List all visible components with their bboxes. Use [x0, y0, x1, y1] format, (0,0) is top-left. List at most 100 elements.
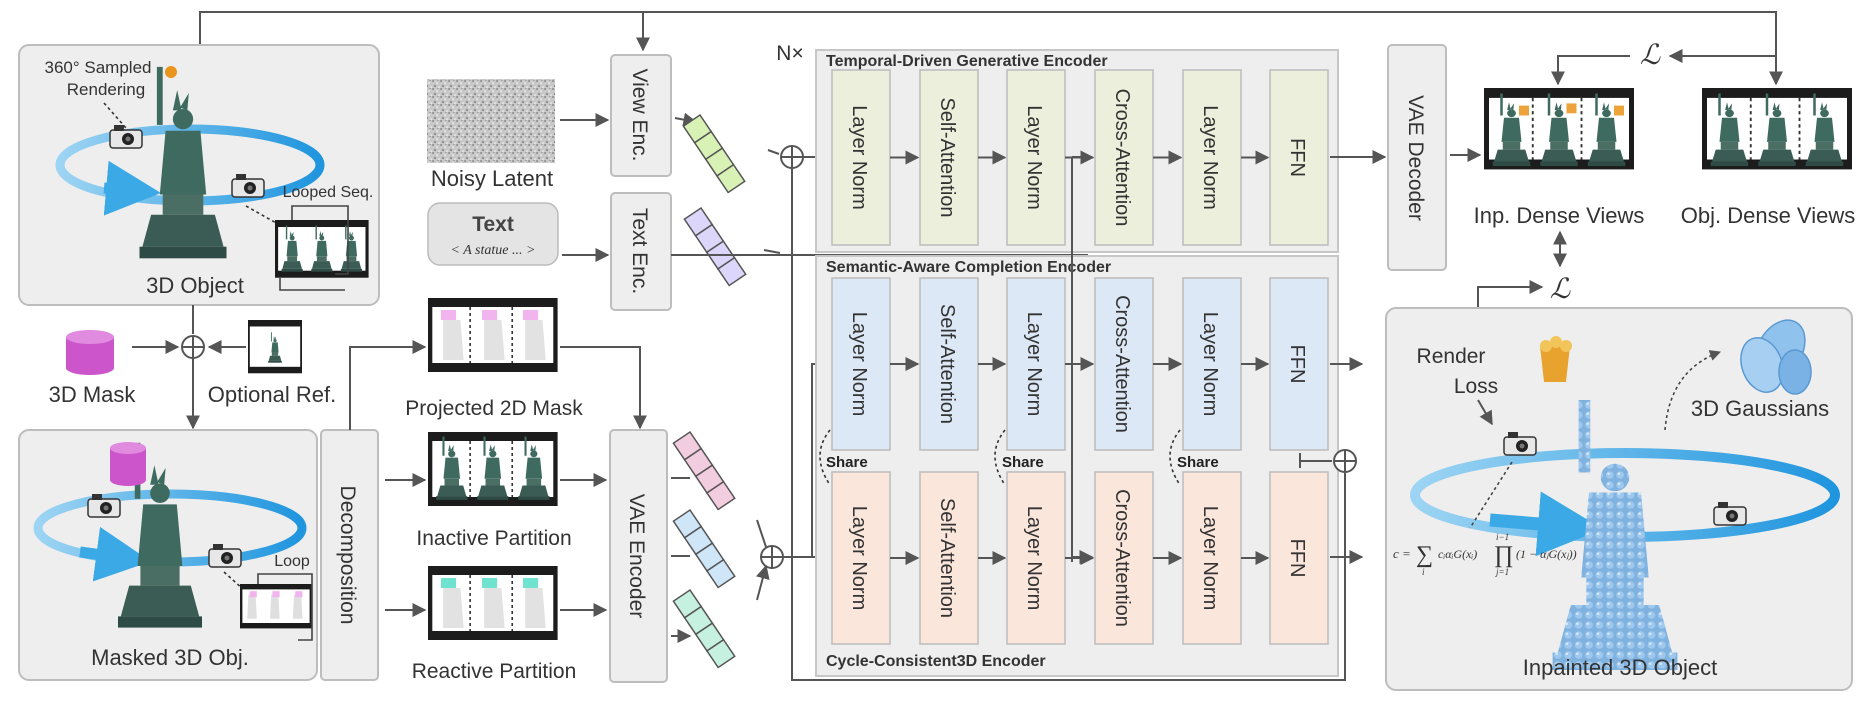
- temporal-block-5: [1269, 69, 1329, 246]
- render-loss-label-line2: Loss: [1454, 375, 1498, 398]
- text-token-vector: [683, 206, 747, 287]
- top-feedback-connector: [199, 11, 1783, 86]
- merge-plus-glyph: [1334, 450, 1356, 472]
- svg-text:c =: c =: [1393, 546, 1411, 561]
- temporal-block-label-3: Cross-Attention: [1111, 89, 1133, 227]
- temporal-block-label-0: Layer Norm: [848, 105, 870, 209]
- cycle-block-1: [919, 471, 979, 645]
- mask-label: 3D Mask: [49, 382, 137, 407]
- sampled-rendering-label-line1: 360° Sampled: [45, 58, 152, 77]
- reference-film-image: [248, 320, 302, 374]
- text-encoder-label: Text Enc.: [628, 208, 651, 294]
- semantic-block-1: [919, 277, 979, 451]
- inactive-partition-label: Inactive Partition: [416, 527, 571, 550]
- render-loss-symbol: ℒ: [1550, 274, 1571, 305]
- semantic-block-0: [831, 277, 891, 451]
- looped-film-strip: [275, 220, 369, 278]
- temporal-block-label-4: Layer Norm: [1199, 105, 1221, 209]
- top-plus-glyph: [781, 146, 803, 168]
- decomposition-label: Decomposition: [336, 486, 359, 625]
- semantic-encoder-title: Semantic-Aware Completion Encoder: [826, 259, 1111, 276]
- semantic-block-5: [1269, 277, 1329, 451]
- text-encoder-block: [610, 192, 672, 311]
- semantic-block-3: [1094, 277, 1154, 451]
- combine-plus-glyph: [182, 336, 204, 358]
- decomp-to-projected-connector: [349, 340, 427, 430]
- masked-loop-connector: [257, 573, 313, 641]
- masked-film-strip: [240, 584, 312, 629]
- semantic-block-label-2: Layer Norm: [1023, 312, 1045, 416]
- torch-popcorn-icon: [1540, 336, 1572, 382]
- reactive-partition-label: Reactive Partition: [412, 660, 577, 683]
- loss-symbol: ℒ: [1640, 40, 1661, 71]
- reactive-token-vector: [672, 588, 736, 669]
- loop-label: Loop: [274, 553, 310, 570]
- mask-cylinder-icon: [110, 442, 146, 486]
- cycle-block-label-5: FFN: [1286, 539, 1308, 578]
- svg-text:cᵢαᵢG(xᵢ): cᵢαᵢG(xᵢ): [1438, 547, 1477, 561]
- cycle-block-label-4: Layer Norm: [1199, 506, 1221, 610]
- inpainted-orbit-arrow: [1489, 491, 1603, 557]
- masked-caption: Masked 3D Obj.: [91, 645, 249, 670]
- torch-flame-icon: [165, 66, 177, 78]
- gaussians-label: 3D Gaussians: [1691, 396, 1829, 421]
- svg-text:j=1: j=1: [1495, 567, 1509, 577]
- svg-text:∏: ∏: [1494, 542, 1514, 568]
- inp-dense-views-label: Inp. Dense Views: [1474, 203, 1645, 228]
- sampled-rendering-label-line2: Rendering: [67, 80, 145, 99]
- view-encoder-block: [610, 54, 672, 177]
- gaussians-icon: [1740, 319, 1812, 395]
- masked-orbit-arrow: [79, 526, 151, 582]
- text-prompt-value: < A statue ... >: [451, 243, 536, 258]
- loss-to-inp-views: [1551, 55, 1630, 86]
- masked-loop-pointer: [223, 571, 245, 591]
- semantic-block-label-5: FFN: [1286, 345, 1308, 384]
- object-caption: 3D Object: [146, 273, 244, 298]
- obj-dense-views-film: [1702, 88, 1852, 170]
- semantic-block-label-4: Layer Norm: [1199, 312, 1221, 416]
- mask-token-vector: [672, 430, 736, 511]
- share-label: Share: [1177, 454, 1219, 471]
- render-loss-to-camera: [1477, 399, 1493, 426]
- inp-dense-views-film: [1484, 88, 1634, 170]
- share-label: Share: [826, 454, 868, 471]
- temporal-encoder-panel: [815, 49, 1339, 253]
- temporal-block-label-2: Layer Norm: [1023, 105, 1045, 209]
- svg-text:i: i: [1422, 567, 1425, 577]
- semantic-block-label-1: Self-Attention: [936, 304, 958, 424]
- projected-to-vae-connector: [560, 346, 647, 430]
- semantic-block-label-3: Cross-Attention: [1111, 295, 1133, 433]
- cycle-block-4: [1182, 471, 1242, 645]
- vae-encoder-block: [609, 429, 668, 683]
- vae-decoder-block: [1387, 44, 1447, 271]
- looped-seq-label: Looped Seq.: [283, 184, 374, 201]
- vae-encoder-label: VAE Encoder: [625, 494, 648, 619]
- svg-text:∑: ∑: [1416, 542, 1433, 568]
- cycle-block-5: [1269, 471, 1329, 645]
- cycle-block-label-3: Cross-Attention: [1111, 489, 1133, 627]
- semantic-encoder-row: Layer Norm Self-Attention Layer Norm Cross-…: [831, 277, 1329, 451]
- loop-connector: [279, 205, 349, 291]
- svg-text:i−1: i−1: [1496, 532, 1509, 542]
- merge-inputs: [1299, 453, 1332, 468]
- temporal-encoder-title: Temporal-Driven Generative Encoder: [826, 53, 1108, 70]
- inpainted-caption: Inpainted 3D Object: [1523, 655, 1717, 680]
- noisy-latent-label: Noisy Latent: [431, 166, 553, 191]
- semantic-block-label-0: Layer Norm: [848, 312, 870, 416]
- render-loss-label-line1: Render: [1417, 345, 1486, 368]
- temporal-block-0: [831, 69, 891, 246]
- inactive-token-vector: [672, 508, 736, 589]
- orbit-arrow: [103, 160, 161, 216]
- semantic-encoder-panel: [815, 255, 1339, 677]
- looped-pointer: [245, 205, 279, 225]
- text-token-to-line: [763, 249, 781, 254]
- temporal-encoder-row: Layer Norm Self-Attention Layer Norm Cross-…: [831, 69, 1329, 246]
- view-token-vector: [682, 113, 746, 194]
- vae-decoder-label: VAE Decoder: [1404, 95, 1427, 221]
- temporal-block-label-1: Self-Attention: [936, 97, 958, 217]
- ref-label: Optional Ref.: [208, 382, 336, 407]
- camera-to-formula-pointer: [1469, 461, 1513, 529]
- reactive-partition-film: [428, 566, 558, 640]
- text-input-box: [427, 202, 559, 266]
